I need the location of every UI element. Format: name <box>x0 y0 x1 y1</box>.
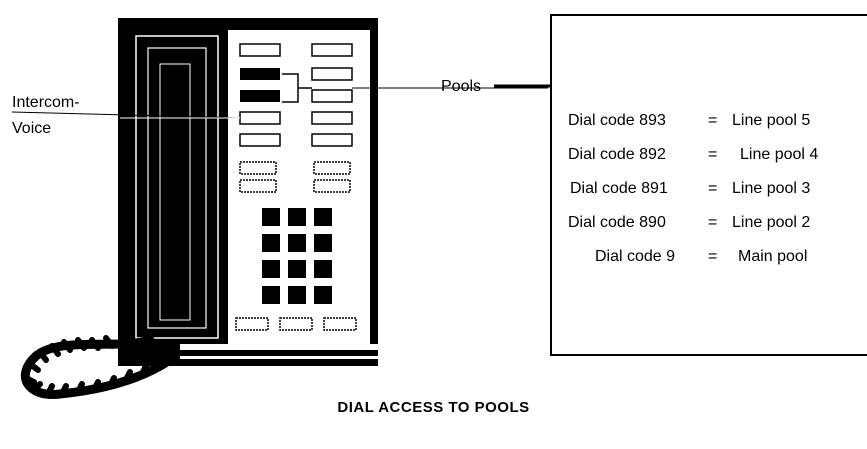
textured-buttons <box>239 161 351 193</box>
pools-label: Pools <box>441 78 482 95</box>
intercom-label-line1: Intercom- <box>12 94 80 111</box>
dial-code-row-892: Dial code 892 = Line pool 4 <box>568 146 818 164</box>
dial-code-row-9: Dial code 9 = Main pool <box>595 248 807 266</box>
equals: = <box>708 248 718 265</box>
pool-name: Line pool 5 <box>732 112 811 129</box>
dial-code-box <box>550 14 867 356</box>
dial-code-row-890: Dial code 890 = Line pool 2 <box>568 214 810 232</box>
equals: = <box>708 146 718 163</box>
dial-code: Dial code 892 <box>568 146 666 163</box>
equals: = <box>708 214 718 231</box>
intercom-leader-line <box>11 111 241 119</box>
handset-outline <box>135 35 219 339</box>
pool-bracket <box>282 73 312 103</box>
dial-code-row-893: Dial code 893 = Line pool 5 <box>568 112 810 130</box>
pool-name: Line pool 2 <box>732 214 811 231</box>
dial-code: Dial code 891 <box>570 180 668 197</box>
bottom-buttons <box>235 317 357 331</box>
coiled-cord <box>20 335 175 399</box>
dial-code-row-891: Dial code 891 = Line pool 3 <box>570 180 810 198</box>
figure-title: DIAL ACCESS TO POOLS <box>337 399 530 416</box>
dial-keypad <box>262 208 332 304</box>
intercom-label-line2: Voice <box>12 120 52 137</box>
base-strip-2 <box>180 356 378 359</box>
dial-code: Dial code 890 <box>568 214 666 231</box>
base-strip <box>180 344 378 350</box>
handset-grip <box>159 63 191 321</box>
equals: = <box>708 180 718 197</box>
dial-code: Dial code 893 <box>568 112 666 129</box>
telephone-illustration <box>11 18 550 399</box>
feature-buttons <box>239 43 353 147</box>
dial-code: Dial code 9 <box>595 248 676 265</box>
equals: = <box>708 112 718 129</box>
pool-name: Line pool 3 <box>732 180 811 197</box>
pool-name: Main pool <box>738 248 808 265</box>
handset-inner <box>147 47 207 329</box>
pool-name: Line pool 4 <box>740 146 819 163</box>
